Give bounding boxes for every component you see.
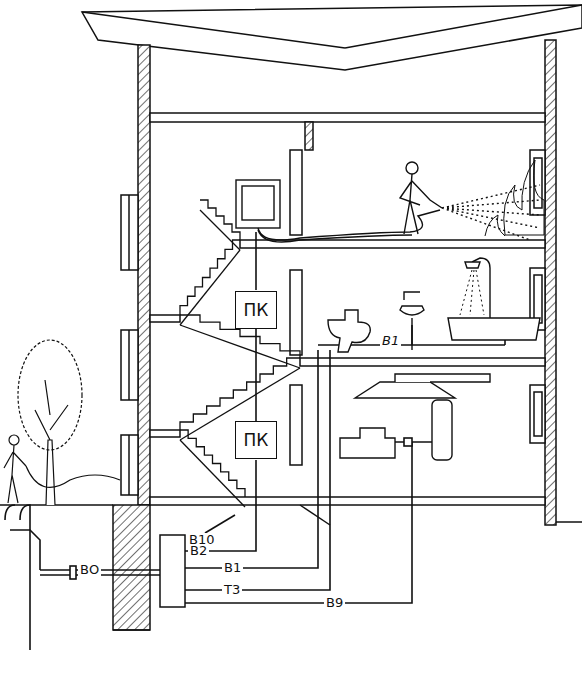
pipe-code: Т3: [222, 583, 242, 598]
pipe-code: В1: [380, 334, 401, 349]
outdoor-scene: [4, 340, 120, 505]
kitchen-fixtures: [340, 374, 490, 460]
pipe-code: В1: [222, 561, 243, 576]
pipe-code: В2: [188, 544, 209, 559]
structure: [0, 5, 582, 630]
cabinet-label: ПК: [244, 302, 269, 319]
bathroom-fixtures: [328, 258, 540, 352]
fire-cabinet: ПК: [235, 291, 277, 329]
pipes: [5, 232, 505, 650]
riser-pipe: [255, 329, 257, 421]
pipe-code: В9: [324, 596, 345, 611]
fire-scene: [236, 160, 544, 242]
pipe-code: ВО: [78, 563, 101, 578]
cabinet-label: ПК: [244, 432, 269, 449]
staircase: [180, 200, 300, 507]
fire-cabinet: ПК: [235, 421, 277, 459]
